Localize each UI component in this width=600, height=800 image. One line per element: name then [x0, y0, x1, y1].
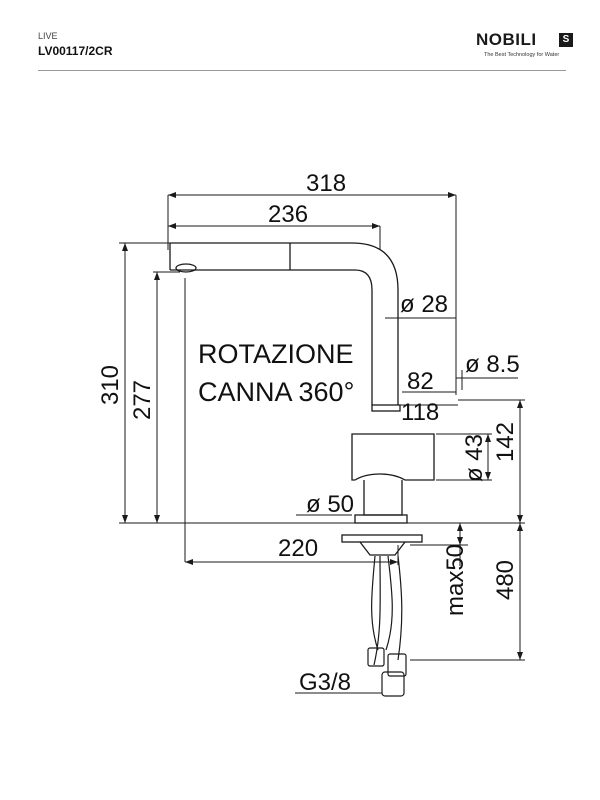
dim-deck-thickness: max50: [442, 544, 469, 616]
dim-82: 82: [407, 368, 434, 395]
dim-overall-reach: 318: [306, 170, 346, 197]
rotation-note-line2: CANNA 360°: [198, 377, 354, 407]
dim-connection: G3/8: [299, 669, 351, 696]
dim-aerator-diameter: ø 8.5: [465, 351, 520, 378]
dim-43: ø 43: [461, 434, 488, 482]
rotation-note-line1: ROTAZIONE: [198, 339, 354, 369]
page-header: LIVE LV00117/2CR NOBILI S The Best Techn…: [0, 0, 600, 72]
dim-142: 142: [492, 422, 519, 462]
dim-base-diameter: ø 50: [306, 491, 354, 518]
brand-name: NOBILI: [476, 30, 537, 49]
brand-mark-icon: S: [559, 33, 573, 47]
dim-overall-height: 310: [97, 365, 124, 405]
model-code: LV00117/2CR: [38, 44, 113, 58]
series-name: LIVE: [38, 31, 58, 41]
dim-spout-reach: 236: [268, 201, 308, 228]
dim-220: 220: [278, 535, 318, 562]
extension-lines: [119, 194, 525, 694]
dim-outlet-height: 277: [129, 380, 156, 420]
dim-spout-diameter: ø 28: [400, 291, 448, 318]
dimension-arrows: [122, 192, 523, 660]
brand-tagline: The Best Technology for Water: [484, 52, 560, 58]
faucet-outline: [169, 242, 435, 556]
supply-hoses: [367, 555, 407, 697]
dim-118: 118: [401, 399, 439, 426]
brand-logo: NOBILI S The Best Technology for Water: [476, 30, 576, 64]
dim-hose-length: 480: [492, 560, 519, 600]
header-divider: [38, 70, 566, 71]
